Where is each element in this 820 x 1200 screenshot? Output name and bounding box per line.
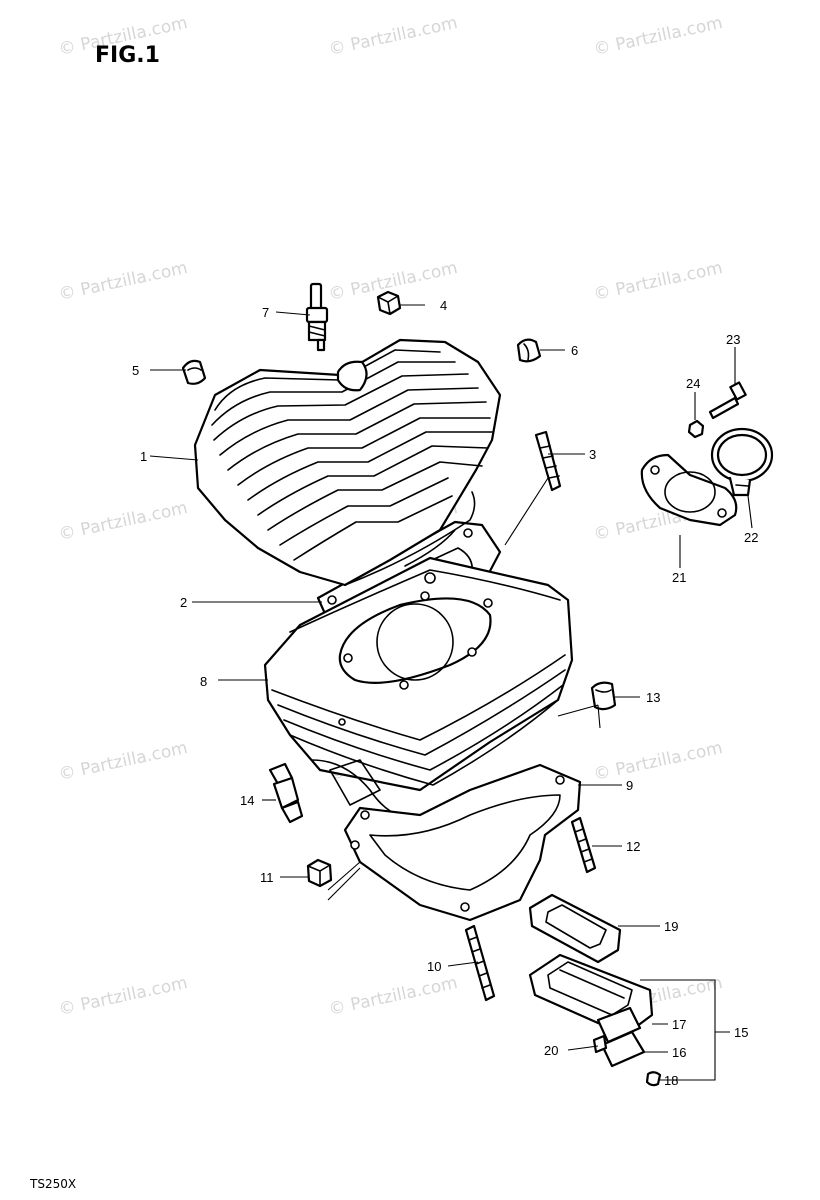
part-6-cap[interactable] — [516, 338, 542, 363]
part-19-reed-gasket[interactable] — [528, 893, 622, 964]
watermark: © Partzilla.com — [57, 258, 189, 305]
callout-8: 8 — [200, 674, 207, 689]
part-17-reed-stopper[interactable] — [596, 1006, 642, 1044]
callout-labels: 1 2 3 4 5 6 7 8 9 10 11 12 13 14 15 16 1… — [132, 298, 758, 1088]
part-13-cap[interactable] — [590, 681, 617, 711]
leader-lines — [149, 304, 753, 1081]
callout-13: 13 — [646, 690, 660, 705]
part-5-cap[interactable] — [181, 359, 207, 385]
callout-3: 3 — [589, 447, 596, 462]
callout-14: 14 — [240, 793, 254, 808]
callout-18: 18 — [664, 1073, 678, 1088]
callout-21: 21 — [672, 570, 686, 585]
callout-22: 22 — [744, 530, 758, 545]
part-11-nut[interactable] — [306, 858, 333, 888]
watermark: © Partzilla.com — [57, 498, 189, 545]
callout-23: 23 — [726, 332, 740, 347]
part-20-screw[interactable] — [592, 1034, 608, 1054]
watermark: © Partzilla.com — [57, 738, 189, 785]
part-12-stud[interactable] — [570, 816, 597, 874]
model-code: TS250X — [29, 1177, 76, 1191]
callout-24: 24 — [686, 376, 700, 391]
callout-20: 20 — [544, 1043, 558, 1058]
part-9-base-gasket[interactable] — [343, 763, 582, 922]
callout-19: 19 — [664, 919, 678, 934]
part-24-nut[interactable] — [687, 419, 705, 439]
figure-title: FIG.1 — [95, 43, 160, 68]
callout-10: 10 — [427, 959, 441, 974]
watermark: © Partzilla.com — [592, 258, 724, 305]
part-4-nut[interactable] — [376, 290, 402, 316]
watermark: © Partzilla.com — [592, 13, 724, 60]
part-23-screw[interactable] — [708, 381, 747, 420]
part-18-screw[interactable] — [645, 1071, 662, 1087]
callout-2: 2 — [180, 595, 187, 610]
part-10-stud[interactable] — [464, 924, 496, 1002]
watermark: © Partzilla.com — [327, 973, 459, 1020]
part-7-spark-plug[interactable] — [305, 282, 329, 352]
callout-11: 11 — [260, 870, 274, 885]
callout-4: 4 — [440, 298, 447, 313]
callout-7: 7 — [262, 305, 269, 320]
part-16-reed-petal[interactable] — [600, 1030, 646, 1068]
part-21-flange-gasket[interactable] — [640, 453, 738, 527]
part-1-cylinder-head[interactable] — [193, 338, 502, 587]
callout-15: 15 — [734, 1025, 748, 1040]
callout-16: 16 — [672, 1045, 686, 1060]
watermark: © Partzilla.com — [592, 738, 724, 785]
callout-17: 17 — [672, 1017, 686, 1032]
callout-5: 5 — [132, 363, 139, 378]
callout-9: 9 — [626, 778, 633, 793]
watermark: © Partzilla.com — [327, 13, 459, 60]
part-22-hose-clamp[interactable] — [710, 427, 774, 497]
part-14-fitting[interactable] — [268, 762, 304, 824]
callout-1: 1 — [140, 449, 147, 464]
callout-12: 12 — [626, 839, 640, 854]
watermark: © Partzilla.com — [57, 973, 189, 1020]
part-3-stud[interactable] — [534, 430, 562, 492]
callout-6: 6 — [571, 343, 578, 358]
part-8-cylinder[interactable] — [263, 556, 574, 821]
